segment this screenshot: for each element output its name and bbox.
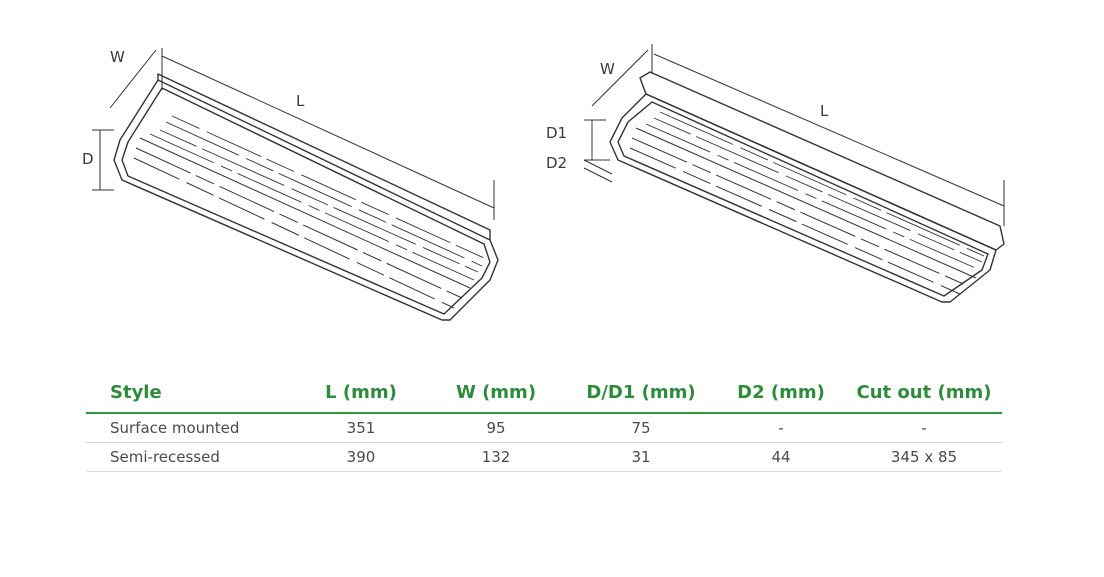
semi-recessed-drawing: W L D1 D2 — [546, 44, 1005, 303]
header-length: L (mm) — [296, 372, 426, 414]
table-row: Surface mounted 351 95 75 - - — [86, 413, 1002, 443]
surface-mounted-drawing: W L D — [82, 48, 499, 321]
housing-outline — [113, 79, 499, 321]
d1-label: D1 — [546, 124, 567, 142]
cell-width: 95 — [426, 413, 566, 443]
w-dimension-line — [591, 49, 649, 107]
surface-mounted-diagram: W L D — [70, 30, 530, 340]
cell-cutout: - — [846, 413, 1002, 443]
header-depth2: D2 (mm) — [716, 372, 846, 414]
body-outline — [609, 93, 997, 303]
l-dimension-line — [161, 55, 495, 209]
cell-length: 390 — [296, 442, 426, 472]
spec-table: Style L (mm) W (mm) D/D1 (mm) D2 (mm) Cu… — [86, 372, 1002, 472]
semi-recessed-diagram: W L D1 D2 — [530, 30, 1030, 330]
cell-style: Surface mounted — [86, 413, 296, 443]
cell-depth: 75 — [566, 413, 716, 443]
cell-depth2: 44 — [716, 442, 846, 472]
header-cutout: Cut out (mm) — [846, 372, 1002, 414]
header-width: W (mm) — [426, 372, 566, 414]
header-style: Style — [86, 372, 296, 414]
cell-width: 132 — [426, 442, 566, 472]
table-row: Semi-recessed 390 132 31 44 345 x 85 — [86, 442, 1002, 472]
table-header-row: Style L (mm) W (mm) D/D1 (mm) D2 (mm) Cu… — [86, 372, 1002, 414]
d2-label: D2 — [546, 154, 567, 172]
w-label: W — [110, 48, 125, 66]
w-label: W — [600, 60, 615, 78]
cell-cutout: 345 x 85 — [846, 442, 1002, 472]
d-label: D — [82, 150, 94, 168]
l-dimension-line — [653, 53, 1005, 207]
cell-length: 351 — [296, 413, 426, 443]
l-label: L — [820, 102, 829, 120]
header-depth: D/D1 (mm) — [566, 372, 716, 414]
cell-depth: 31 — [566, 442, 716, 472]
cell-depth2: - — [716, 413, 846, 443]
cell-style: Semi-recessed — [86, 442, 296, 472]
w-dimension-line — [109, 49, 157, 109]
l-label: L — [296, 92, 305, 110]
flange-outline — [639, 71, 1005, 251]
d2-dimension-line — [583, 167, 613, 183]
